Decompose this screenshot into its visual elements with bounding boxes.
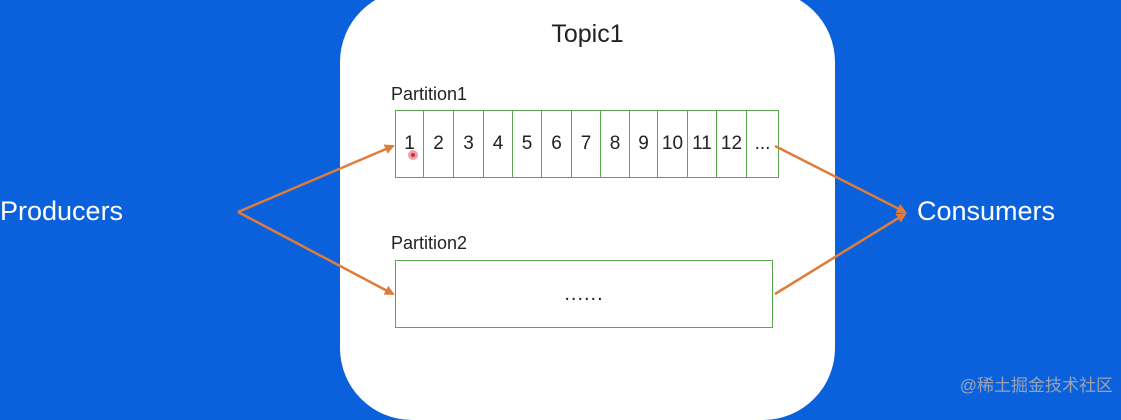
partition1-cell: 12 xyxy=(717,111,747,177)
partition1-cell: 9 xyxy=(630,111,658,177)
topic-container xyxy=(340,0,835,420)
arrow-partition1-to-consumers xyxy=(774,144,907,214)
arrow-producers-to-partition2 xyxy=(237,210,395,296)
cursor-pointer-icon xyxy=(408,150,418,160)
partition1-cell: 10 xyxy=(658,111,688,177)
partition1-cell: 3 xyxy=(454,111,484,177)
partition1-cell: ... xyxy=(754,133,771,154)
partition1-cell: 2 xyxy=(424,111,454,177)
topic-title: Topic1 xyxy=(551,20,624,48)
partition1-cell: 7 xyxy=(572,111,601,177)
flow-arrows xyxy=(237,144,907,296)
arrow-partition2-to-consumers xyxy=(774,212,907,296)
partition1-cell: 4 xyxy=(484,111,513,177)
partition2-label: Partition2 xyxy=(391,233,468,253)
watermark: @稀土掘金技术社区 xyxy=(959,376,1113,395)
partition1-cell: 1 xyxy=(396,111,424,177)
consumers-label: Consumers xyxy=(917,196,1056,226)
partition2-box: ...... xyxy=(395,260,773,328)
partition1-label: Partition1 xyxy=(391,84,468,104)
partition1-cell: 11 xyxy=(688,111,717,177)
partition1-cell: 6 xyxy=(542,111,572,177)
arrow-producers-to-partition1 xyxy=(237,144,395,214)
partition1-cell: 8 xyxy=(601,111,630,177)
partition1-cell: 5 xyxy=(513,111,542,177)
producers-label: Producers xyxy=(0,196,124,226)
